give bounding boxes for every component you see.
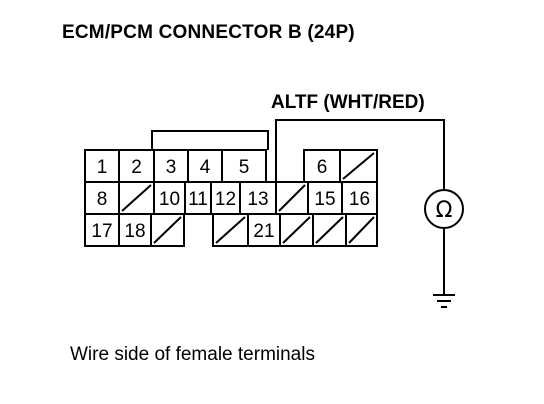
blocked-slash [153, 216, 182, 244]
ohm-symbol: Ω [436, 198, 453, 223]
blocked-terminal [150, 213, 185, 247]
pin-15: 15 [314, 189, 335, 210]
blocked-slash [278, 184, 306, 212]
pin-8: 8 [97, 189, 108, 210]
pin-17: 17 [91, 221, 112, 242]
test-wiring: Ω [275, 119, 464, 308]
pin-5: 5 [239, 157, 250, 178]
pin-13: 13 [247, 189, 268, 210]
blocked-terminal [345, 213, 378, 247]
pin-3: 3 [166, 157, 177, 178]
blocked-slash [215, 216, 246, 244]
pin-10: 10 [159, 189, 180, 210]
blocked-slash [282, 216, 311, 244]
pin-12: 12 [215, 189, 236, 210]
test-lead [275, 119, 445, 190]
blocked-slash [342, 152, 375, 180]
pin-18: 18 [124, 221, 145, 242]
blocked-slash [121, 184, 152, 212]
ground-icon [433, 294, 455, 308]
pin-1: 1 [97, 157, 108, 178]
connector-latch [151, 130, 269, 150]
blocked-slash [348, 216, 375, 244]
pin-16: 16 [349, 189, 370, 210]
wire-label: ALTF (WHT/RED) [271, 92, 425, 113]
diagram-title: ECM/PCM CONNECTOR B (24P) [62, 22, 355, 43]
pin-6: 6 [317, 157, 328, 178]
pin-2: 2 [131, 157, 142, 178]
blocked-slash [315, 216, 344, 244]
caption: Wire side of female terminals [70, 344, 315, 365]
pin-11: 11 [188, 189, 208, 210]
pin-4: 4 [200, 157, 211, 178]
pin-21: 21 [253, 221, 274, 242]
